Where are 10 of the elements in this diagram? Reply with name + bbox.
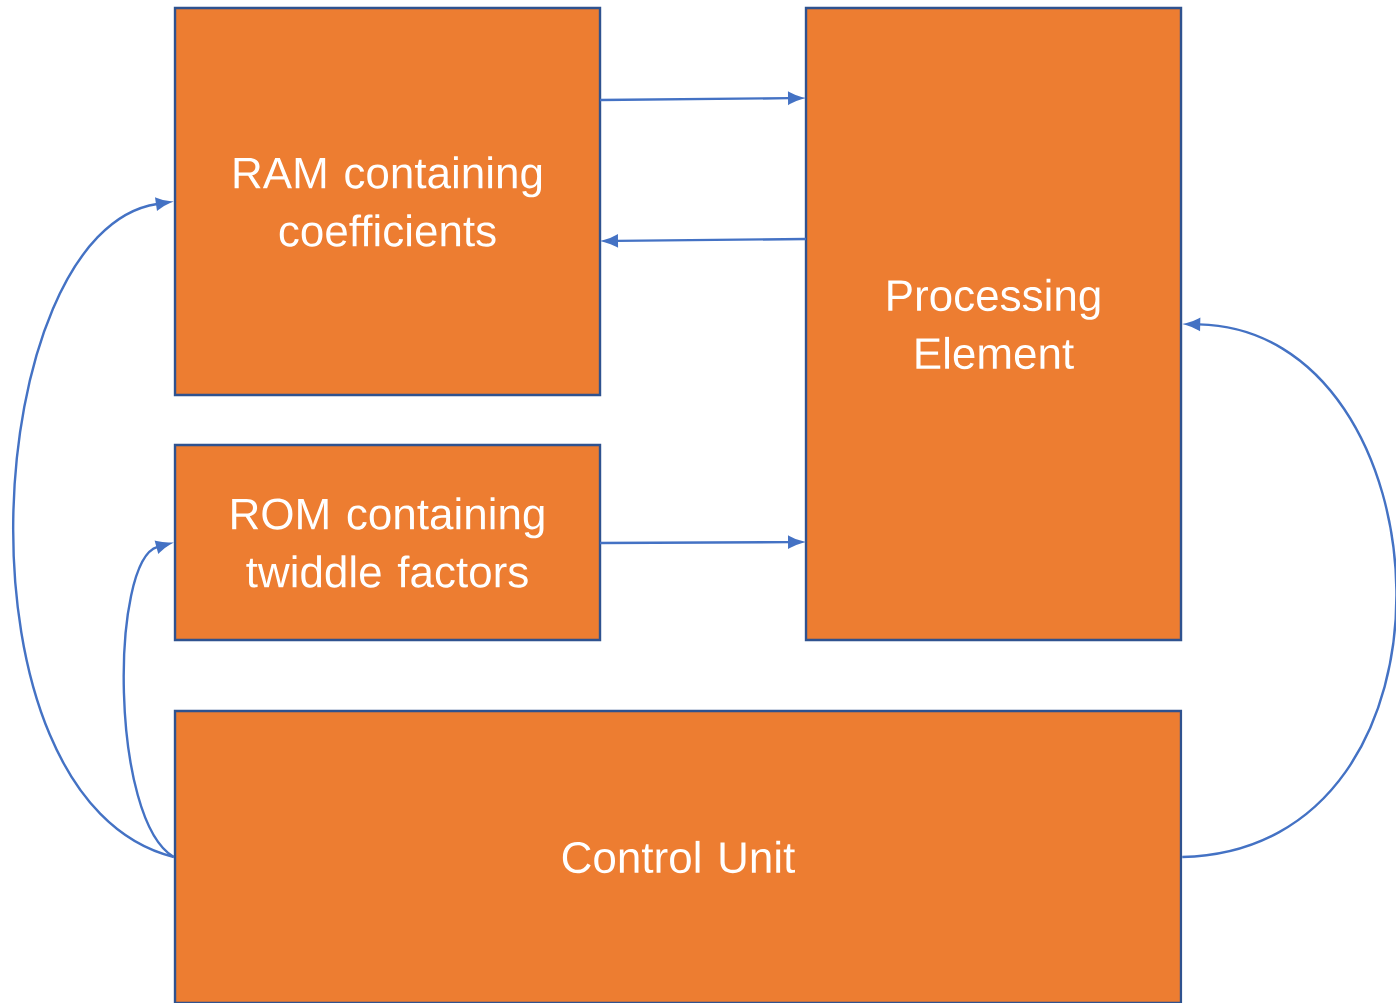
arrow xyxy=(122,541,175,858)
arrow xyxy=(600,92,803,105)
block-box: Processing Element xyxy=(804,6,1183,642)
arrow xyxy=(600,536,803,549)
block-box: Control Unit xyxy=(173,709,1183,1003)
arrow xyxy=(12,197,175,859)
block-box: RAM containing coefficients xyxy=(173,6,602,397)
arrow xyxy=(1182,318,1396,859)
block-box: ROM containing twiddle factors xyxy=(173,443,602,642)
arrow xyxy=(603,234,807,247)
